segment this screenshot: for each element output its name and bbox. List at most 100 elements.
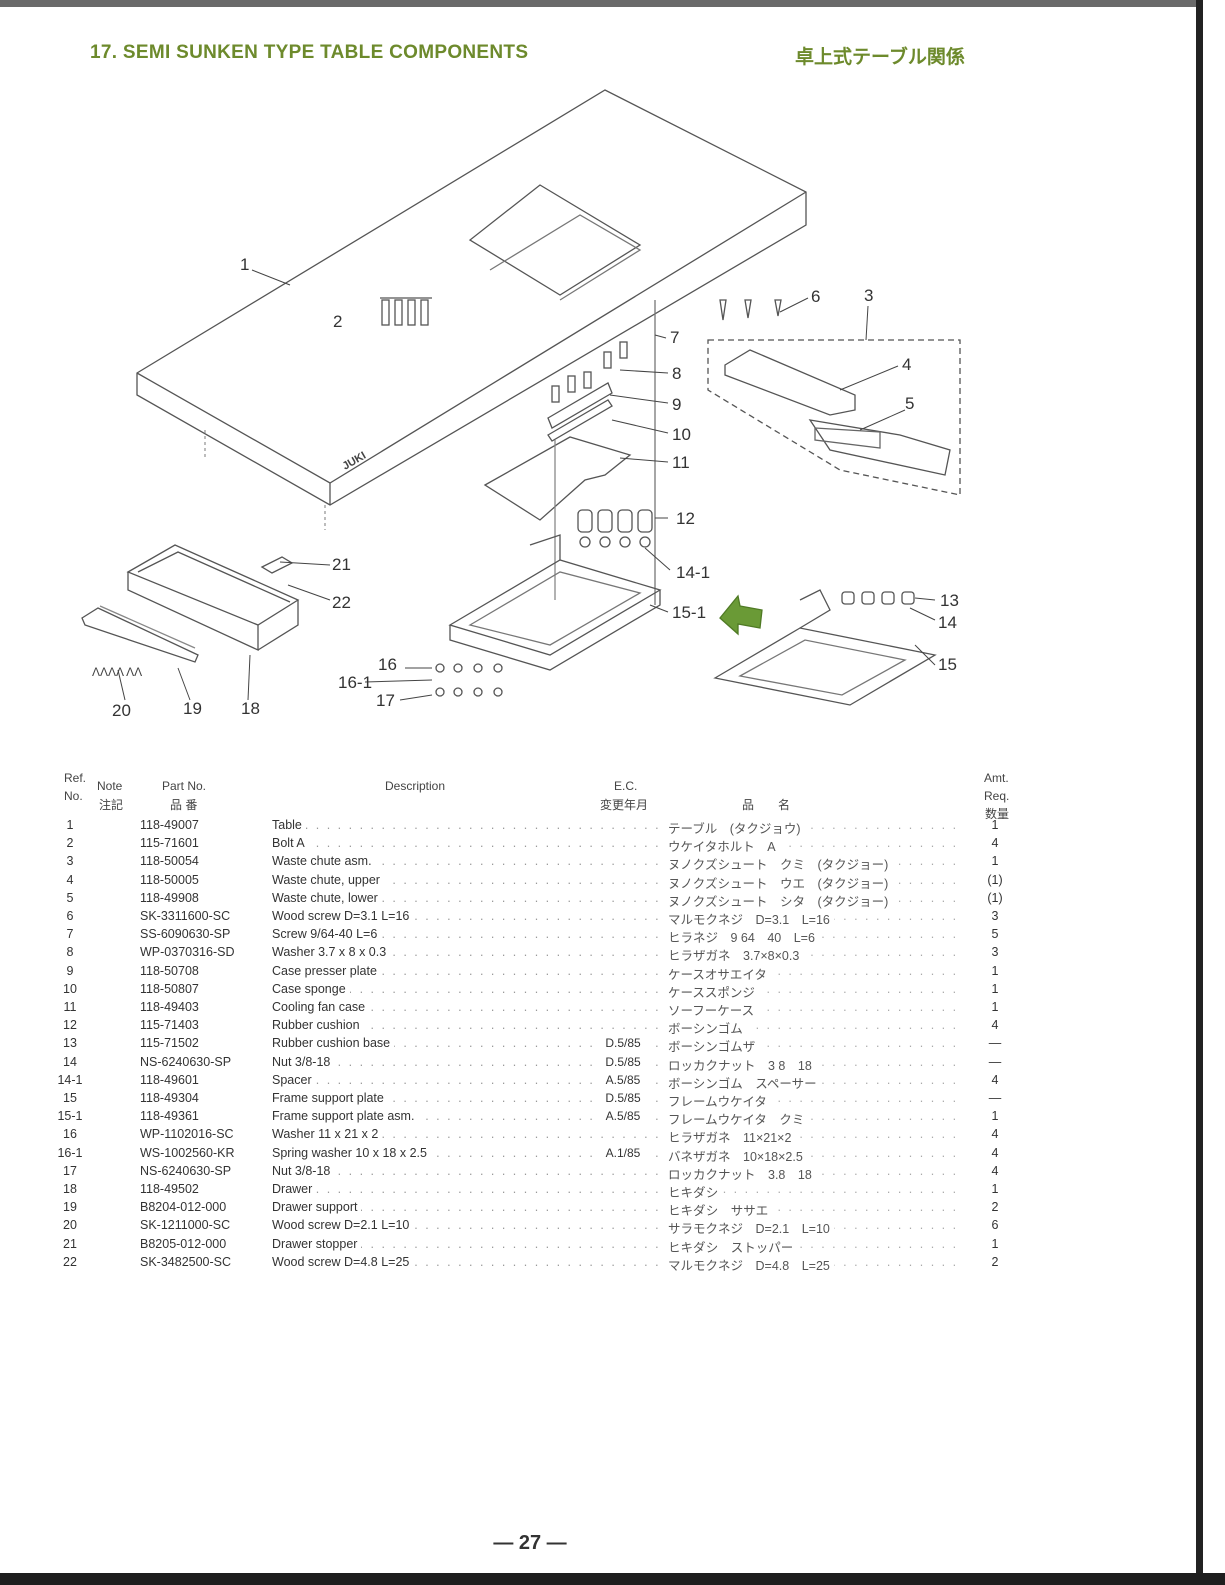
- header-ec-jp: 変更年月: [600, 798, 649, 812]
- part-number-cell: SS-6090630-SP: [140, 927, 231, 942]
- callout-3: 3: [864, 286, 873, 305]
- ref-cell: 2: [66, 836, 74, 851]
- header-amt-jp: 数量: [985, 807, 1010, 821]
- ref-cell: 18: [63, 1182, 77, 1196]
- ref-cell: 13: [63, 1036, 77, 1051]
- ec-cell: A.1/85: [596, 1145, 650, 1160]
- description-cell: Wood screw D=2.1 L=10: [272, 1218, 414, 1233]
- part-number-cell: 115-71601: [140, 836, 199, 851]
- part-number-cell: B8205-012-000: [140, 1236, 227, 1251]
- part-number-cell: SK-3311600-SC: [140, 909, 231, 923]
- alternate-frame-illustration: [713, 589, 937, 706]
- japanese-name-cell: ヒキダシ ストッパー: [668, 1236, 798, 1256]
- part-number-cell: NS-6240630-SP: [140, 1163, 232, 1178]
- top-border: [0, 0, 1200, 7]
- ref-cell: 15: [63, 1091, 77, 1105]
- header-no: No.: [64, 789, 83, 803]
- bottom-border: [0, 1573, 1225, 1585]
- leader-dots: . . . . . . . . . . . . . . . . . . . . …: [272, 1236, 664, 1251]
- japanese-name-cell: ボーシンゴムザ: [668, 1036, 760, 1056]
- ref-cell: 19: [63, 1200, 77, 1215]
- japanese-name-cell: サラモクネジ D=2.1 L=10: [668, 1218, 834, 1238]
- japanese-name-cell: ヒラネジ 9 64 40 L=6: [668, 927, 819, 947]
- callout-16-1: 16-1: [338, 673, 372, 692]
- drawer-illustration: [126, 544, 300, 652]
- part-number-cell: 118-49361: [140, 1109, 199, 1124]
- description-cell: Washer 11 x 21 x 2: [272, 1127, 383, 1142]
- part-number-cell: SK-3482500-SC: [140, 1254, 232, 1269]
- part-number-cell: 118-49601: [140, 1072, 199, 1087]
- ec-cell: A.5/85: [596, 1109, 650, 1124]
- description-cell: Nut 3/8-18: [272, 1054, 335, 1069]
- amount-cell: 1: [991, 1109, 999, 1124]
- description-cell: Waste chute, lower: [272, 890, 382, 905]
- page-title-jp: 卓上式テーブル関係: [795, 47, 965, 68]
- leader-dots: . . . . . . . . . . . . . . . . . . . . …: [272, 1182, 664, 1196]
- ref-cell: 9: [66, 963, 74, 978]
- screws-illustration: [551, 341, 628, 403]
- part-number-cell: 118-50807: [140, 981, 199, 996]
- ref-cell: 20: [63, 1218, 77, 1233]
- amount-cell: 1: [991, 818, 999, 832]
- small-screws-illustration: ΛΛΛΛ ΛΛ: [92, 665, 142, 679]
- description-cell: Table: [272, 818, 306, 832]
- page-number: — 27 —: [493, 1532, 567, 1554]
- ref-cell: 11: [63, 1000, 77, 1014]
- header-note-jp: 注記: [99, 798, 124, 812]
- description-cell: Case presser plate: [272, 963, 381, 978]
- japanese-name-cell: ソーフーケース: [668, 1000, 759, 1019]
- part-number-cell: 118-49502: [140, 1182, 199, 1196]
- callout-13: 13: [940, 591, 959, 610]
- part-number-cell: 118-49908: [140, 890, 199, 905]
- callout-14: 14: [938, 613, 957, 632]
- ref-cell: 7: [66, 927, 74, 942]
- part-number-cell: 118-49007: [140, 818, 199, 832]
- leader-dots: . . . . . . . . . . . . . . . . . . . . …: [272, 1054, 664, 1069]
- callout-6: 6: [811, 287, 820, 306]
- page-title: 17. SEMI SUNKEN TYPE TABLE COMPONENTS: [90, 42, 529, 63]
- japanese-name-cell: フレームウケイタ クミ: [668, 1109, 809, 1129]
- callout-16: 16: [378, 655, 397, 674]
- japanese-name-cell: マルモクネジ D=4.8 L=25: [668, 1254, 834, 1274]
- callout-14-1: 14-1: [676, 563, 710, 582]
- leader-dots: . . . . . . . . . . . . . . . . . . . . …: [272, 1163, 664, 1178]
- ec-cell: D.5/85: [596, 1091, 650, 1105]
- description-cell: Frame support plate: [272, 1091, 388, 1105]
- callout-7: 7: [670, 328, 679, 347]
- table-illustration: [136, 89, 807, 605]
- ref-cell: 6: [66, 909, 74, 923]
- amount-cell: 4: [991, 1018, 999, 1033]
- amount-cell: 4: [991, 1163, 999, 1178]
- case-presser-plate-illustration: [547, 382, 613, 429]
- part-number-cell: SK-1211000-SC: [140, 1218, 231, 1233]
- header-ref: Ref.: [64, 771, 87, 785]
- ref-cell: 5: [66, 890, 74, 905]
- header-amt: Amt.: [984, 771, 1009, 785]
- callout-22: 22: [332, 593, 351, 612]
- bolts-illustration: [380, 297, 432, 326]
- header-req: Req.: [984, 789, 1010, 803]
- ref-cell: 12: [63, 1018, 77, 1033]
- part-number-cell: 118-50054: [140, 854, 199, 869]
- fan-case-illustration: [483, 436, 632, 521]
- japanese-name-cell: ヌノクズシュート クミ (タクジョー): [668, 854, 893, 874]
- callout-15-1: 15-1: [672, 603, 706, 622]
- callout-1: 1: [240, 255, 249, 274]
- description-cell: Washer 3.7 x 8 x 0.3: [272, 945, 391, 960]
- amount-cell: 4: [991, 1145, 999, 1160]
- amount-cell: 4: [991, 1127, 999, 1142]
- japanese-name-cell: マルモクネジ D=3.1 L=16: [668, 909, 834, 928]
